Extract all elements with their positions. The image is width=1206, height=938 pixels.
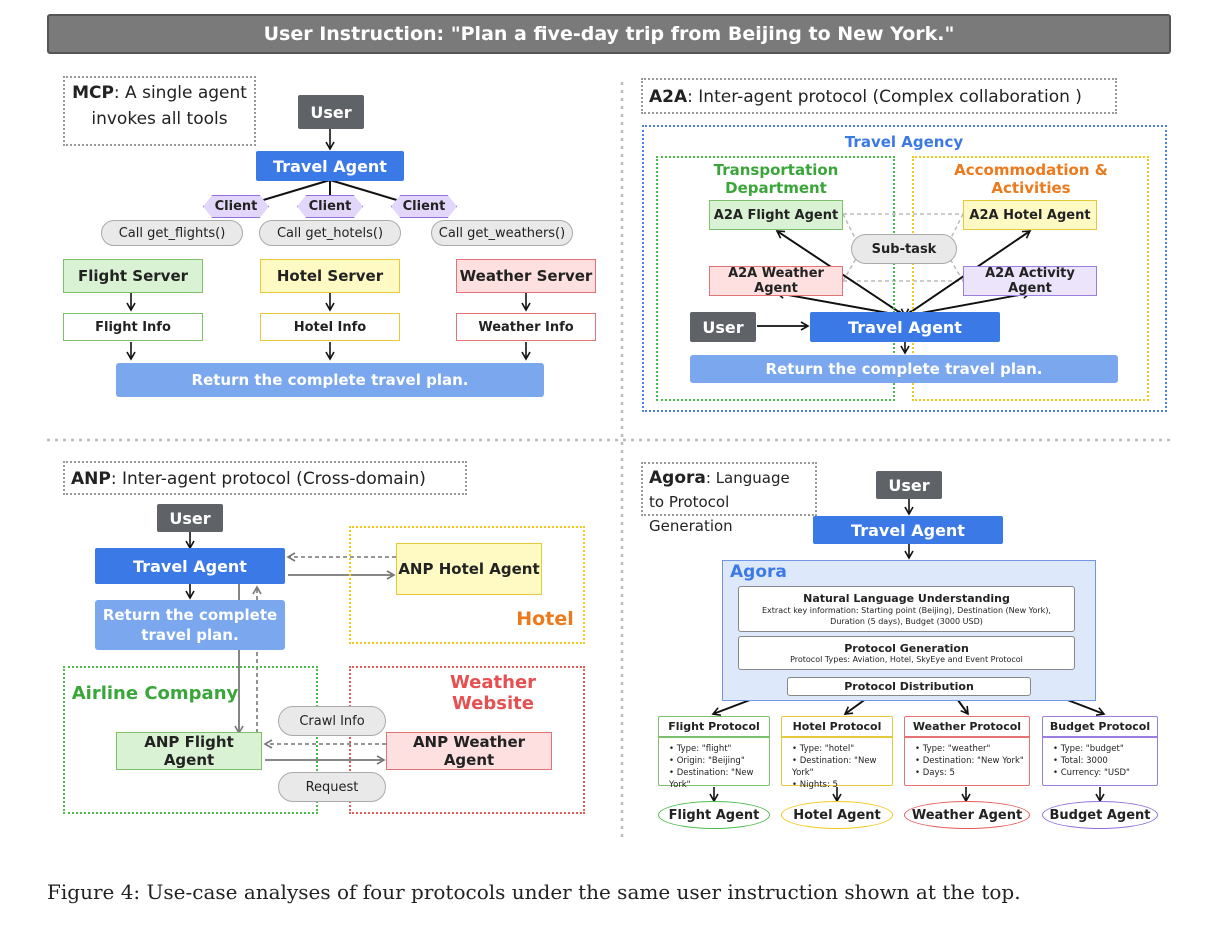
weather-website-container xyxy=(349,666,585,814)
mcp-client-1: Client xyxy=(203,195,269,218)
anp-return-plan: Return the complete travel plan. xyxy=(95,600,285,650)
protocol-distribution-box: Protocol Distribution xyxy=(787,677,1031,696)
weather-protocol-card: Weather Protocol Type: "weather" Destina… xyxy=(904,716,1030,786)
mcp-title-text: : A single agent invokes all tools xyxy=(91,83,247,129)
mcp-weather-server: Weather Server xyxy=(456,259,596,293)
a2a-user: User xyxy=(690,312,756,342)
hotel-protocol-title: Hotel Protocol xyxy=(782,717,892,738)
agora-title-bold: Agora xyxy=(649,468,706,488)
mcp-weather-info: Weather Info xyxy=(456,313,596,341)
mcp-flight-info: Flight Info xyxy=(63,313,203,341)
a2a-flight-agent: A2A Flight Agent xyxy=(709,200,843,230)
mcp-return-plan: Return the complete travel plan. xyxy=(116,363,544,397)
mcp-call-weathers: Call get_weathers() xyxy=(431,220,573,246)
mcp-client-2: Client xyxy=(297,195,363,218)
mcp-title-bold: MCP xyxy=(72,83,114,103)
hotel-protocol-item: Destination: "New York" xyxy=(792,755,888,779)
mcp-title: MCP: A single agent invokes all tools xyxy=(63,76,256,146)
a2a-activity-agent: A2A Activity Agent xyxy=(963,266,1097,296)
a2a-weather-agent: A2A Weather Agent xyxy=(709,266,843,296)
nlu-title: Natural Language Understanding xyxy=(803,591,1010,605)
flight-protocol-item: Destination: "New York" xyxy=(669,767,765,791)
anp-hotel-agent: ANP Hotel Agent xyxy=(396,543,542,595)
weather-protocol-item: Days: 5 xyxy=(915,767,1025,779)
hotel-container xyxy=(349,526,585,644)
weather-protocol-item: Type: "weather" xyxy=(915,743,1025,755)
hotel-label: Hotel xyxy=(516,608,574,630)
agora-panel-label: Agora xyxy=(730,562,787,582)
anp-title-text: : Inter-agent protocol (Cross-domain) xyxy=(110,469,426,489)
transportation-department-container xyxy=(656,156,895,401)
anp-request: Request xyxy=(278,772,386,802)
protocol-generation-box: Protocol Generation Protocol Types: Avia… xyxy=(738,636,1075,670)
a2a-title-text: : Inter-agent protocol (Complex collabor… xyxy=(687,87,1082,107)
budget-protocol-card: Budget Protocol Type: "budget" Total: 30… xyxy=(1042,716,1158,786)
flight-protocol-item: Origin: "Beijing" xyxy=(669,755,765,767)
a2a-hotel-agent: A2A Hotel Agent xyxy=(963,200,1097,230)
mcp-call-hotels: Call get_hotels() xyxy=(259,220,401,246)
mcp-travel-agent: Travel Agent xyxy=(256,151,404,181)
hotel-protocol-card: Hotel Protocol Type: "hotel" Destination… xyxy=(781,716,893,790)
flight-protocol-item: Type: "flight" xyxy=(669,743,765,755)
anp-title: ANP: Inter-agent protocol (Cross-domain) xyxy=(63,461,467,495)
a2a-title-bold: A2A xyxy=(649,87,688,107)
accommodation-activities-label: Accommodation & Activities xyxy=(954,161,1108,197)
protocol-generation-text: Protocol Types: Aviation, Hotel, SkyEye … xyxy=(790,655,1023,664)
budget-protocol-item: Total: 3000 xyxy=(1053,755,1153,767)
a2a-return-plan: Return the complete travel plan. xyxy=(690,355,1118,383)
agora-weather-agent: Weather Agent xyxy=(904,801,1030,829)
agora-user: User xyxy=(876,471,942,499)
agora-title: Agora: Language to Protocol Generation xyxy=(641,462,817,535)
weather-protocol-title: Weather Protocol xyxy=(905,717,1029,738)
agora-travel-agent: Travel Agent xyxy=(813,516,1003,544)
anp-title-bold: ANP xyxy=(71,469,111,489)
flight-protocol-card: Flight Protocol Type: "flight" Origin: "… xyxy=(658,716,770,790)
agora-flight-agent: Flight Agent xyxy=(658,801,770,829)
a2a-travel-agent: Travel Agent xyxy=(810,312,1000,342)
budget-protocol-title: Budget Protocol xyxy=(1043,717,1157,738)
anp-flight-agent: ANP Flight Agent xyxy=(116,732,262,770)
weather-protocol-item: Destination: "New York" xyxy=(915,755,1025,767)
user-instruction-banner: User Instruction: "Plan a five-day trip … xyxy=(47,14,1171,54)
transportation-department-label: Transportation Department xyxy=(713,161,839,197)
anp-weather-agent: ANP Weather Agent xyxy=(386,732,552,770)
anp-user: User xyxy=(157,504,223,532)
weather-website-label: Weather Website xyxy=(449,672,537,714)
travel-agency-label: Travel Agency xyxy=(844,133,964,151)
mcp-hotel-info: Hotel Info xyxy=(260,313,400,341)
anp-travel-agent: Travel Agent xyxy=(95,548,285,584)
mcp-client-3: Client xyxy=(391,195,457,218)
hotel-protocol-item: Type: "hotel" xyxy=(792,743,888,755)
nlu-box: Natural Language Understanding Extract k… xyxy=(738,586,1075,632)
anp-crawl-info: Crawl Info xyxy=(278,706,386,736)
mcp-call-flights: Call get_flights() xyxy=(101,220,243,246)
figure-caption: Figure 4: Use-case analyses of four prot… xyxy=(47,880,1021,904)
agora-budget-agent: Budget Agent xyxy=(1042,801,1158,829)
nlu-text: Extract key information: Starting point … xyxy=(762,605,1051,626)
budget-protocol-item: Currency: "USD" xyxy=(1053,767,1153,779)
agora-title-text: : Language to Protocol Generation xyxy=(649,469,790,535)
budget-protocol-item: Type: "budget" xyxy=(1053,743,1153,755)
flight-protocol-title: Flight Protocol xyxy=(659,717,769,738)
travel-agency-container xyxy=(642,125,1167,412)
mcp-hotel-server: Hotel Server xyxy=(260,259,400,293)
a2a-subtask: Sub-task xyxy=(851,234,957,264)
protocol-generation-title: Protocol Generation xyxy=(844,642,969,655)
mcp-flight-server: Flight Server xyxy=(63,259,203,293)
hotel-protocol-item: Nights: 5 xyxy=(792,779,888,791)
agora-hotel-agent: Hotel Agent xyxy=(781,801,893,829)
accommodation-activities-container xyxy=(912,156,1149,401)
airline-company-label: Airline Company xyxy=(71,682,239,704)
airline-company-container xyxy=(63,666,318,814)
mcp-user: User xyxy=(298,95,364,129)
a2a-title: A2A: Inter-agent protocol (Complex colla… xyxy=(641,78,1117,114)
